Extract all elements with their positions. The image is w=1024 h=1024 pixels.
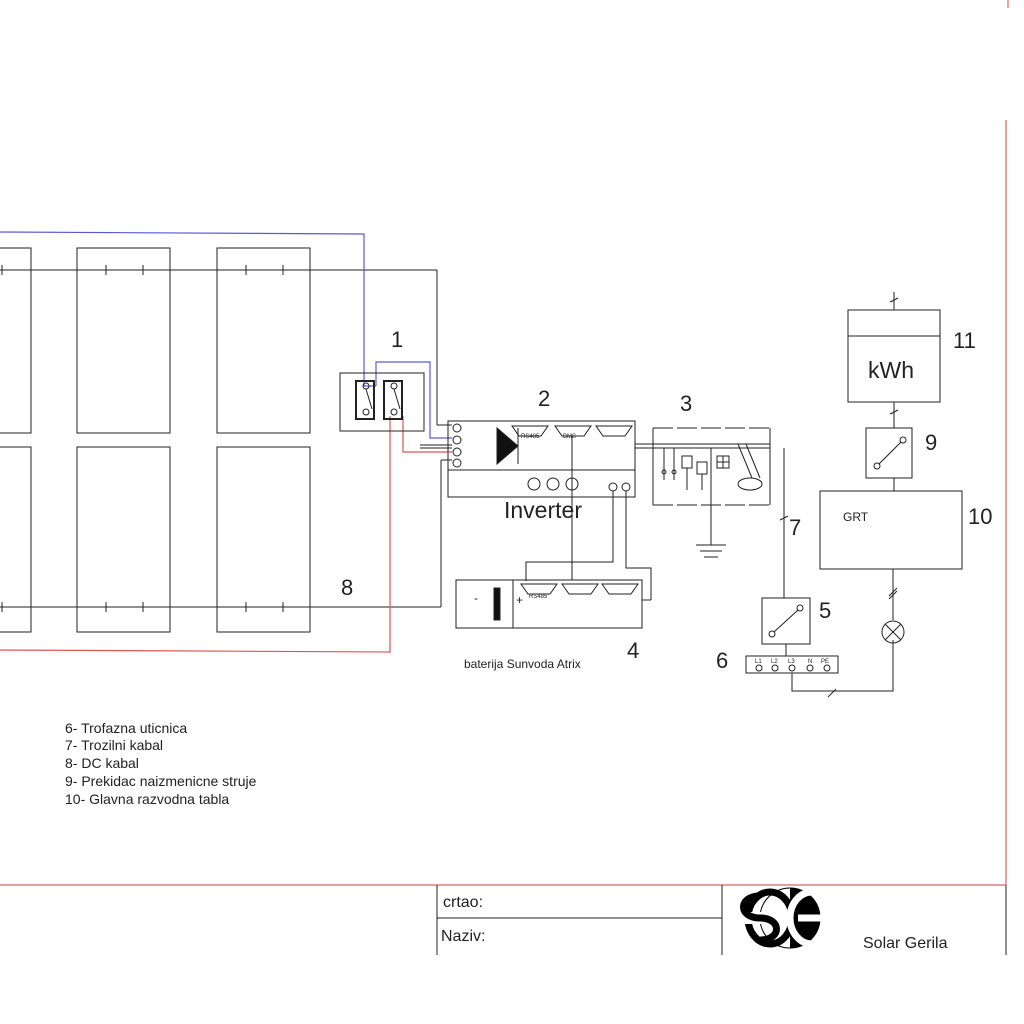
legend-item: 7- Trozilni kabal (65, 737, 163, 753)
battery-minus: - (474, 591, 478, 605)
legend-item: 9- Prekidac naizmenicne struje (65, 773, 257, 789)
inverter-port-rs485: RS485 (521, 434, 540, 440)
battery-cables (525, 436, 652, 600)
battery-port-label: RS485 (529, 594, 548, 600)
label-10: 10 (968, 504, 992, 529)
solar-panel (76, 446, 171, 633)
inverter-port-bms: BMS (563, 434, 576, 440)
solar-panel (216, 247, 311, 434)
legend: 6- Trofazna uticnica 7- Trozilni kabal 8… (65, 720, 257, 807)
label-4: 4 (627, 638, 639, 663)
dc-string-wiring (0, 265, 452, 612)
ac-breaker (865, 427, 913, 491)
dc-isolator (339, 372, 425, 432)
label-9: 9 (925, 430, 937, 455)
name-label: Naziv: (441, 928, 485, 945)
label-5: 5 (819, 598, 831, 623)
solar-panel (216, 446, 311, 633)
battery-plus: + (516, 593, 523, 607)
drawing-frame (0, 0, 1009, 886)
ac-port (595, 425, 633, 437)
battery (455, 579, 651, 629)
solar-panel-array (0, 247, 311, 633)
inverter-diode-symbol (496, 426, 519, 466)
label-1: 1 (391, 327, 403, 352)
rs485-port (511, 425, 549, 437)
solar-panel (0, 446, 32, 633)
socket-n: N (808, 659, 812, 665)
dc-negative-cable (0, 231, 452, 439)
inverter (447, 420, 636, 498)
company-name: Solar Gerila (863, 935, 948, 952)
title-block (436, 885, 1007, 955)
company-logo (736, 887, 838, 949)
label-11: 11 (953, 328, 976, 353)
solar-panel (0, 247, 32, 434)
inverter-label: Inverter (504, 497, 582, 523)
legend-item: 6- Trofazna uticnica (65, 720, 187, 736)
drawn-by-label: crtao: (443, 894, 483, 911)
main-distribution-panel (819, 490, 963, 644)
legend-item: 8- DC kabal (65, 755, 139, 771)
dc-positive-cable (0, 416, 452, 653)
label-3: 3 (680, 391, 692, 416)
socket-l1: L1 (755, 659, 762, 665)
bms-port (554, 425, 592, 437)
socket-switch (761, 597, 811, 656)
solar-panel (76, 247, 171, 434)
battery-label: baterija Sunvoda Atrix (464, 657, 581, 671)
socket-l3: L3 (788, 659, 795, 665)
three-phase-socket (745, 640, 894, 698)
label-2: 2 (538, 386, 550, 411)
panel-label: GRT (843, 510, 869, 524)
label-6: 6 (716, 648, 728, 673)
energy-meter (847, 292, 941, 428)
ac-protection-box (635, 427, 789, 598)
label-7: 7 (789, 515, 801, 540)
legend-item: 10- Glavna razvodna tabla (65, 791, 229, 807)
lamp-icon (881, 620, 905, 644)
meter-label: kWh (868, 357, 914, 383)
socket-l2: L2 (771, 659, 778, 665)
socket-pe: PE (821, 659, 829, 665)
label-8: 8 (341, 575, 353, 600)
